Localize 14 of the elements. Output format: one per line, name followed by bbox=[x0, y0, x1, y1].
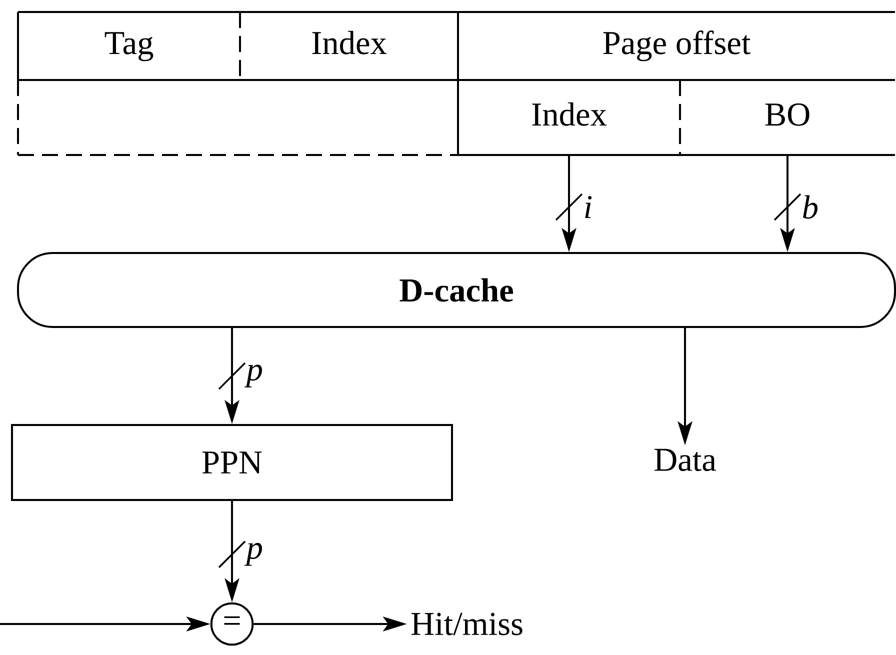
field-cell: Tag bbox=[17, 11, 241, 81]
field-cell: Index bbox=[457, 80, 681, 156]
edge-label: p bbox=[244, 364, 262, 388]
edge-label: i bbox=[585, 196, 592, 218]
edge-label: b bbox=[803, 195, 818, 219]
dashed-box bbox=[17, 80, 458, 156]
edge-label: p bbox=[244, 542, 262, 566]
output-label: Hit/miss bbox=[411, 612, 522, 636]
cache-block: D-cache bbox=[17, 252, 896, 328]
field-cell: Index bbox=[240, 11, 458, 81]
field-cell: Page offset bbox=[457, 11, 895, 81]
register-box: PPN bbox=[11, 424, 453, 501]
field-cell: BO bbox=[680, 103, 895, 156]
output-label: Data bbox=[654, 448, 716, 472]
